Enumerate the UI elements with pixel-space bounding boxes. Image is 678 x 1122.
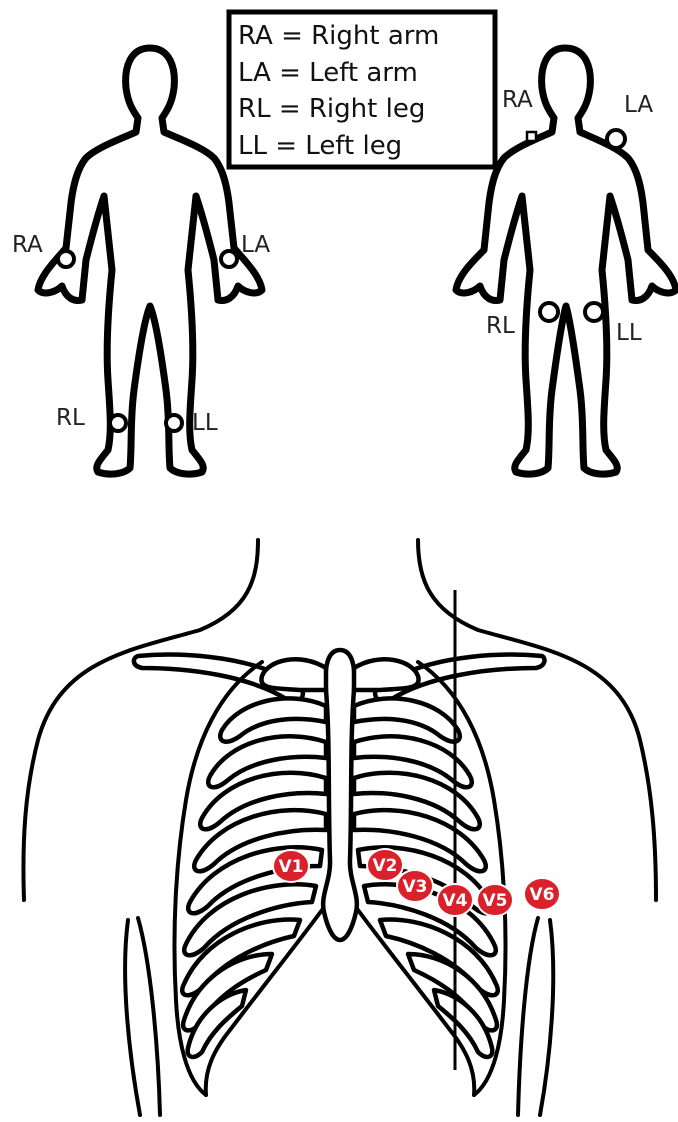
legend-line-rl: RL = Right leg xyxy=(238,94,425,124)
front-label-la: LA xyxy=(241,232,270,258)
back-ll-electrode xyxy=(585,303,603,321)
electrode-v6: V6 xyxy=(524,878,560,910)
left-arm-line-inner xyxy=(138,918,160,1115)
electrode-v3-label: V3 xyxy=(403,877,428,897)
legend-line-la: LA = Left arm xyxy=(238,58,418,88)
front-ll-electrode xyxy=(166,415,182,431)
electrode-v1-label: V1 xyxy=(279,857,304,877)
right-arm-line-inner xyxy=(540,920,553,1115)
electrode-v2: V2 xyxy=(367,849,403,881)
back-ra-electrode xyxy=(527,132,536,141)
legend-box: RA = Right arm LA = Left arm RL = Right … xyxy=(229,12,495,167)
back-label-rl: RL xyxy=(486,313,515,339)
front-la-electrode xyxy=(221,251,237,267)
right-arm-line xyxy=(518,918,538,1115)
electrode-v4-label: V4 xyxy=(443,891,468,911)
electrode-v5-label: V5 xyxy=(483,891,508,911)
electrode-v1: V1 xyxy=(273,850,309,882)
back-label-ll: LL xyxy=(616,320,642,346)
electrode-v2-label: V2 xyxy=(373,856,398,876)
front-label-ll: LL xyxy=(192,410,218,436)
electrode-v3: V3 xyxy=(397,870,433,902)
electrode-v6-label: V6 xyxy=(530,885,555,905)
left-arm-line xyxy=(125,920,140,1115)
electrode-v4: V4 xyxy=(437,884,473,916)
chest-diagram: V1 V2 V3 V4 V5 V6 xyxy=(23,540,656,1115)
front-ra-electrode xyxy=(58,251,74,267)
front-rl-electrode xyxy=(110,415,126,431)
back-rl-electrode xyxy=(540,303,558,321)
electrode-v5: V5 xyxy=(477,884,513,916)
back-la-electrode xyxy=(607,130,625,148)
front-label-rl: RL xyxy=(56,405,85,431)
legend-line-ll: LL = Left leg xyxy=(238,131,402,161)
sternum xyxy=(323,650,357,940)
legend-line-ra: RA = Right arm xyxy=(238,21,439,51)
front-label-ra: RA xyxy=(12,232,43,258)
back-label-la: LA xyxy=(624,92,653,118)
back-label-ra: RA xyxy=(502,87,533,113)
